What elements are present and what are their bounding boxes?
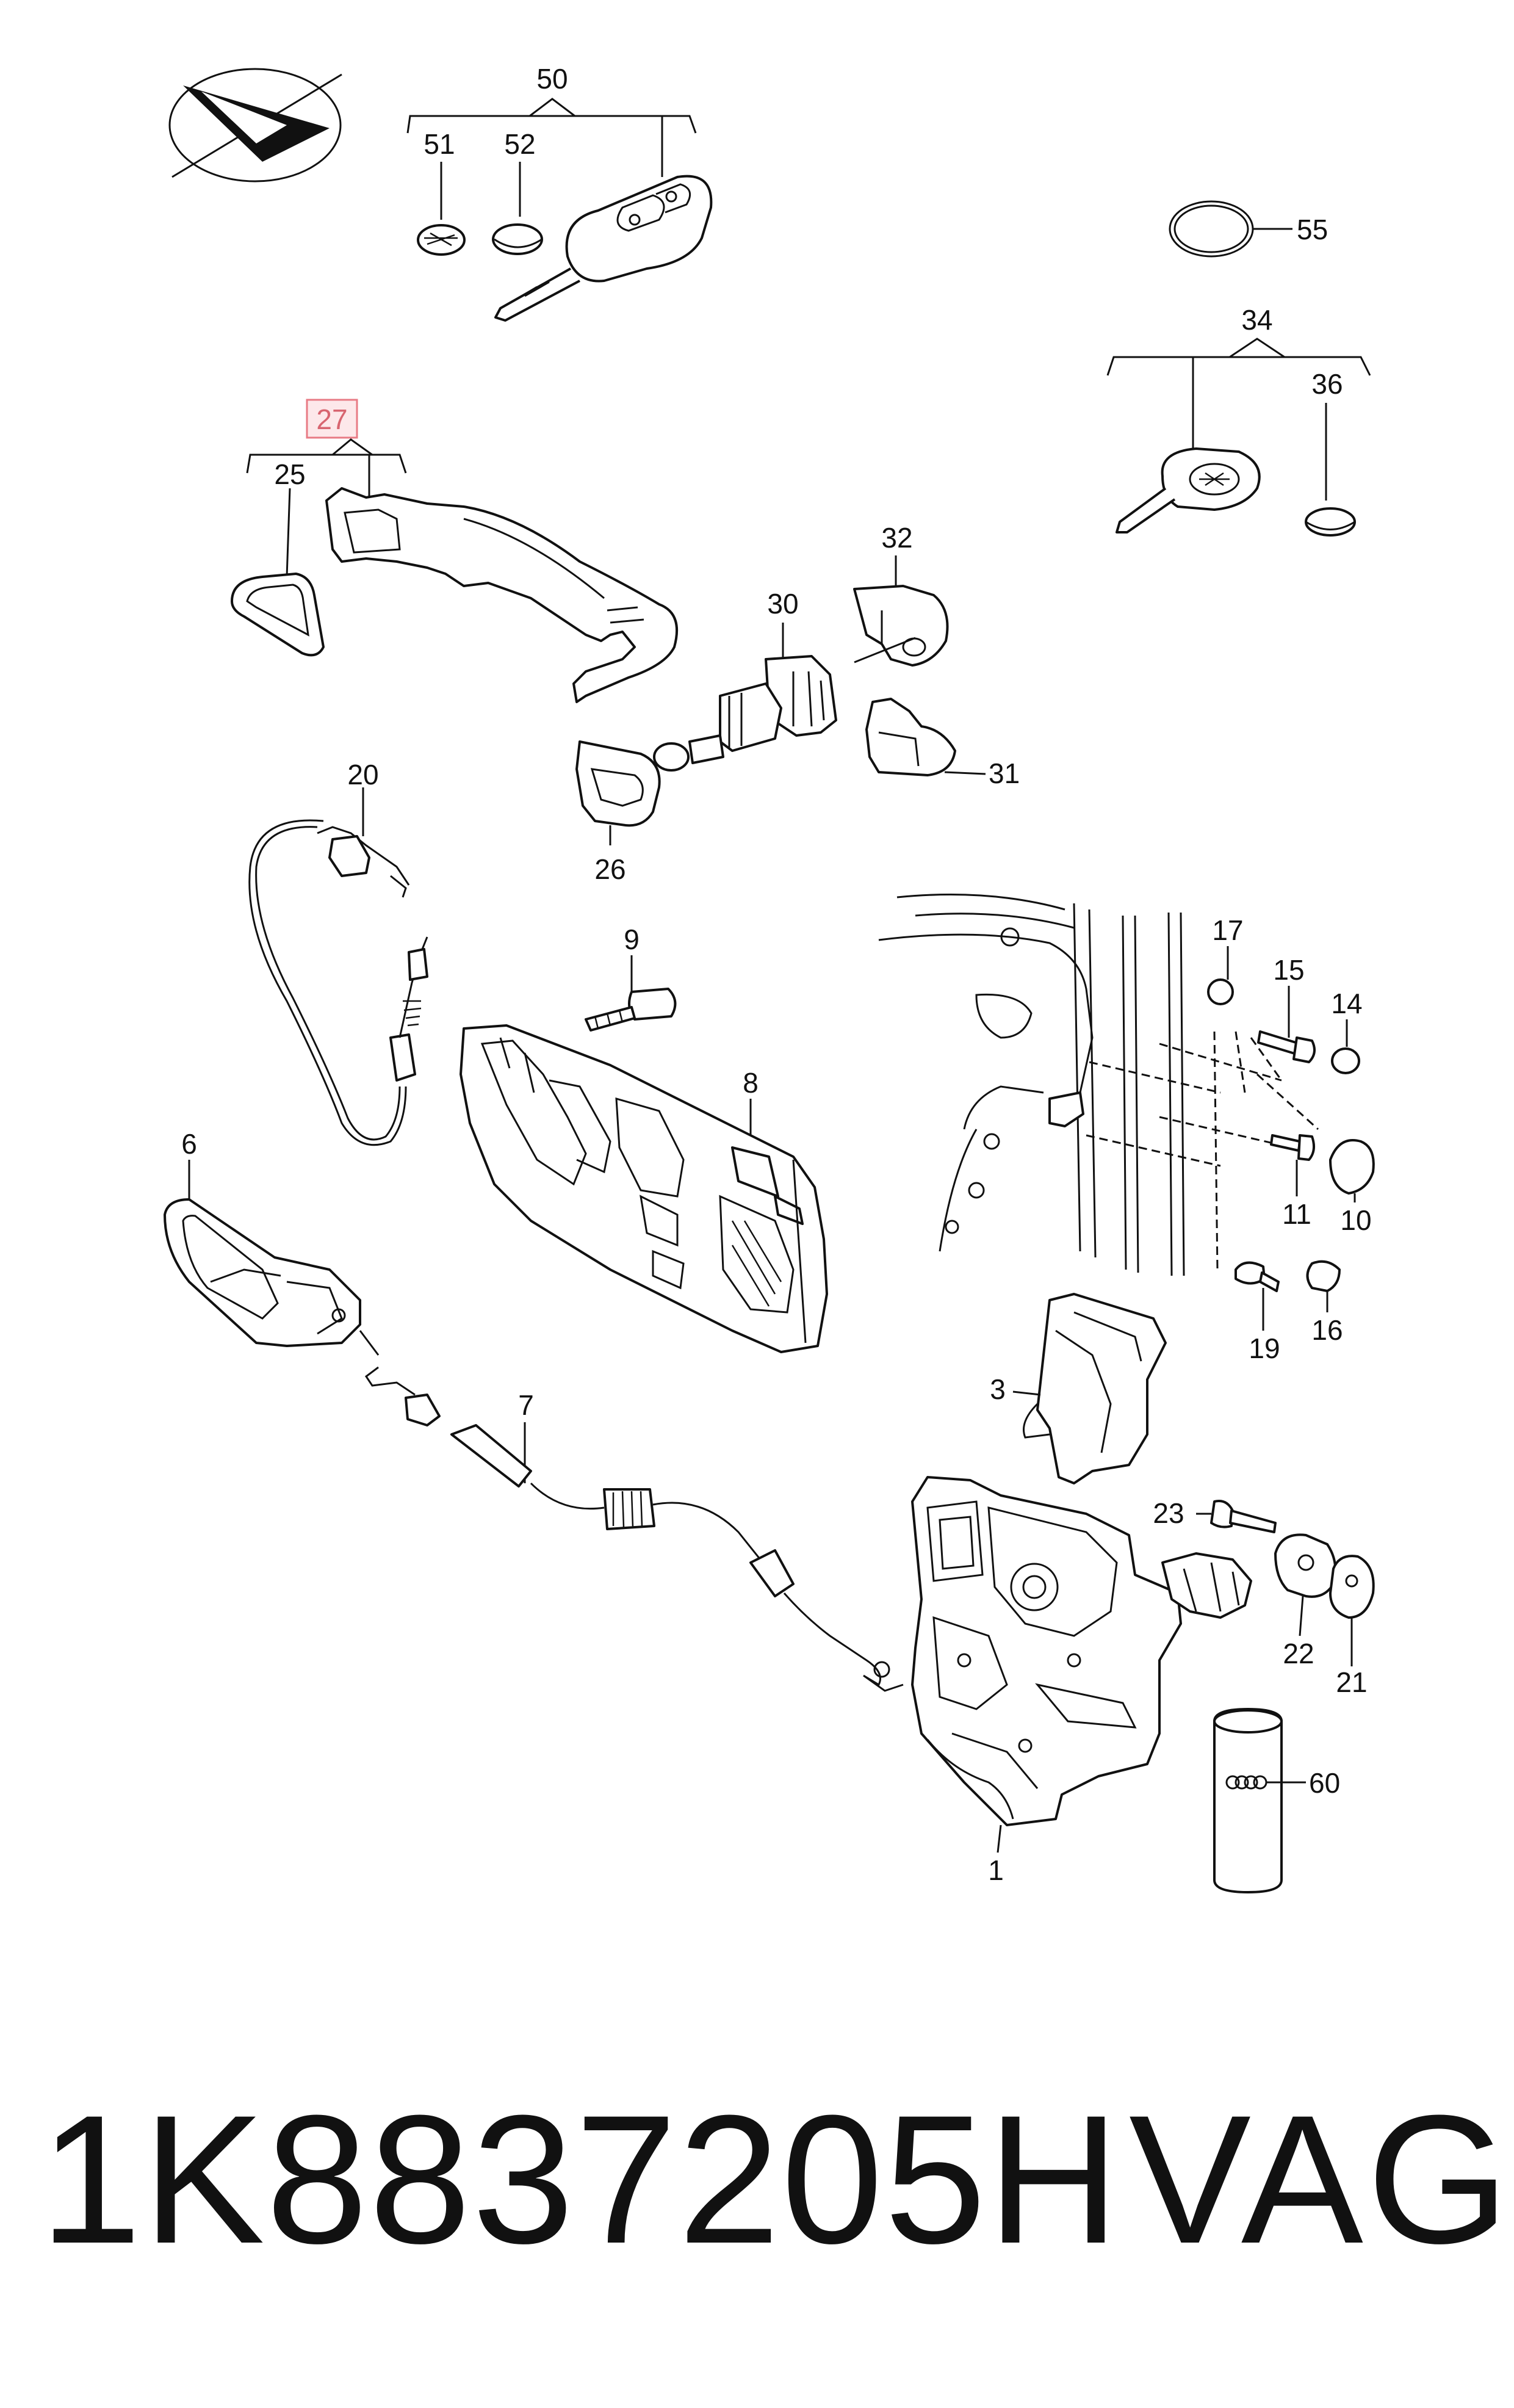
part-9-screw: [585, 955, 677, 1032]
callout-17: 17: [1212, 914, 1243, 946]
brand-name: VAG: [1129, 2077, 1513, 2282]
part-21-cover: [1329, 1555, 1375, 1666]
callout-25: 25: [274, 458, 305, 490]
part-30-lock-cylinder: [653, 623, 837, 772]
part-15-bolt: [1257, 986, 1316, 1063]
part-51-chip: [417, 162, 466, 256]
part-14-nut: [1331, 1019, 1360, 1074]
callout-7: 7: [518, 1389, 534, 1421]
part-10-cap: [1329, 1139, 1375, 1202]
callout-3: 3: [990, 1373, 1006, 1405]
callout-labels: 50 51 52 55 34 36 27 25 32 30 31 26 20 9…: [181, 63, 1371, 1886]
callout-34: 34: [1241, 304, 1272, 336]
compass-logo-icon: [168, 68, 342, 183]
part-17-plug: [1207, 946, 1234, 1005]
part-number: 1K8837205H: [40, 2077, 1121, 2282]
part-25-gasket: [231, 488, 325, 657]
callout-36: 36: [1311, 368, 1343, 400]
audi-rings-icon: [1225, 1775, 1267, 1790]
part-55-o-ring: [1169, 200, 1292, 258]
bracket-50: [406, 98, 697, 177]
part-3-bracket: [1012, 1293, 1167, 1484]
callout-1: 1: [988, 1854, 1004, 1886]
callout-11: 11: [1282, 1198, 1311, 1230]
callout-14: 14: [1331, 988, 1362, 1019]
callout-22: 22: [1283, 1638, 1314, 1669]
part-27-outer-handle: [325, 487, 679, 703]
parts-diagram: 50 51 52 55 34 36 27 25 32 30 31 26 20 9…: [164, 63, 1375, 1893]
callout-32: 32: [881, 522, 912, 554]
callout-31: 31: [989, 757, 1020, 789]
part-11-bolt: [1270, 1134, 1316, 1196]
callout-23: 23: [1153, 1497, 1184, 1529]
callout-30: 30: [767, 588, 798, 620]
footer: 1K8837205H VAG: [0, 2088, 1514, 2344]
callout-16: 16: [1311, 1314, 1343, 1346]
callout-51: 51: [424, 128, 455, 160]
part-26-gasket: [575, 740, 661, 845]
part-31-cover: [865, 698, 986, 776]
callout-19: 19: [1249, 1332, 1280, 1364]
door-shell: [878, 894, 1319, 1276]
callout-6: 6: [181, 1128, 197, 1160]
callout-15: 15: [1273, 954, 1304, 986]
part-52-battery: [492, 162, 543, 255]
callout-52: 52: [504, 128, 535, 160]
part-19-screw: [1235, 1261, 1280, 1331]
part-7-cable: [364, 1366, 904, 1692]
part-16-cap: [1306, 1260, 1341, 1312]
callout-21: 21: [1336, 1666, 1367, 1698]
remote-key: [494, 175, 713, 322]
callout-26: 26: [594, 853, 625, 885]
callout-10: 10: [1340, 1204, 1371, 1236]
bracket-34: [1106, 338, 1371, 501]
bracket-27: [246, 399, 407, 507]
callout-8: 8: [743, 1067, 759, 1099]
part-20-cable: [248, 787, 428, 1146]
part-22-striker-plate: [1274, 1533, 1337, 1636]
callout-9: 9: [624, 924, 640, 955]
part-60-grease-tube: [1213, 1708, 1306, 1893]
callout-50: 50: [536, 63, 568, 95]
callout-27: 27: [316, 403, 347, 435]
callout-60: 60: [1309, 1767, 1340, 1799]
part-8-carrier: [460, 1024, 828, 1353]
part-34-key: [1116, 447, 1261, 533]
part-6-inner-handle: [164, 1160, 380, 1356]
part-36-battery: [1305, 507, 1356, 537]
callout-20: 20: [347, 759, 378, 790]
part-23-screw: [1196, 1500, 1277, 1533]
part-32-end-cap: [853, 555, 949, 667]
callout-55: 55: [1297, 214, 1328, 245]
part-1-door-lock: [911, 1476, 1252, 1853]
